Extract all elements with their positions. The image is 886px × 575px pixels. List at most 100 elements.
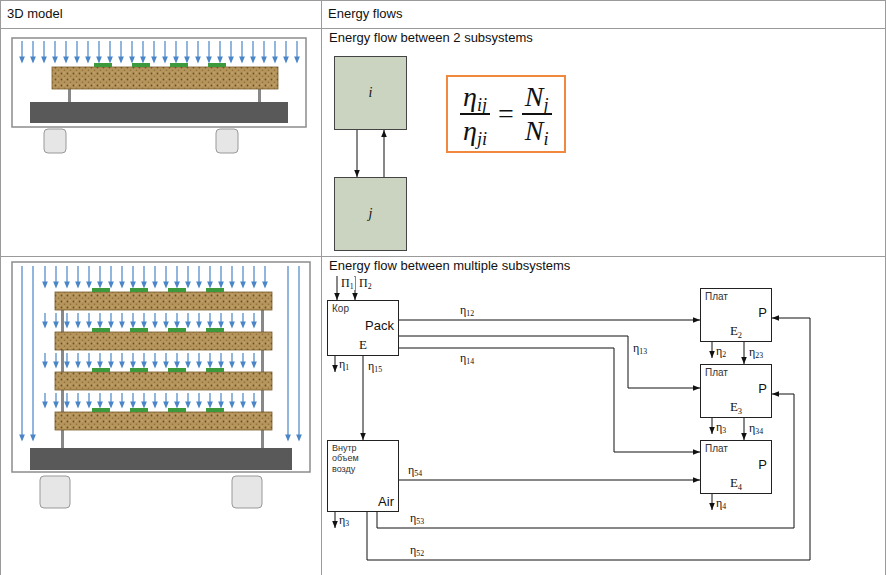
formula-box: ηijηji = NjNi	[446, 75, 566, 153]
airflow-arrows	[20, 41, 299, 62]
chip-group	[94, 63, 226, 67]
foot	[40, 476, 70, 508]
board-stack	[55, 292, 272, 430]
symbol-index: 3	[722, 426, 726, 435]
formula-part: NjNi	[522, 81, 552, 147]
english-caption: P	[758, 458, 767, 472]
chip	[168, 328, 186, 332]
symbol-index: 12	[466, 309, 474, 318]
symbol-index: 3	[738, 406, 742, 416]
russian-caption: Кор	[332, 303, 349, 315]
energy-symbol: E4	[730, 475, 742, 491]
subsystem-box: i	[334, 56, 407, 130]
chip-group	[92, 288, 224, 412]
symbol-base: П	[359, 276, 368, 290]
circuit-board	[52, 67, 278, 89]
russian-caption: Внутр объем возду	[332, 443, 372, 474]
chip	[206, 408, 224, 412]
board-box: ПлатP E4	[700, 440, 772, 494]
circuit-board	[55, 332, 272, 350]
symbol-index: 13	[639, 347, 647, 356]
formula-part: ηijηji	[460, 81, 490, 147]
symbol-index: 4	[722, 502, 726, 511]
base-plate	[30, 102, 288, 123]
formula-term: =	[498, 98, 514, 130]
enclosure-outline	[12, 262, 310, 472]
table-rule	[0, 256, 886, 257]
symbol-base: η	[368, 359, 374, 373]
flow-arrow	[399, 480, 700, 481]
russian-caption: Плат	[705, 443, 728, 455]
table-rule	[0, 0, 1, 575]
symbol-index: 2	[368, 282, 372, 291]
symbol-index: j	[543, 95, 548, 115]
chip	[208, 63, 226, 67]
symbol-base: η	[463, 81, 477, 112]
formula-term: ηji	[460, 115, 490, 147]
chip	[132, 63, 150, 67]
symbol-index: 23	[755, 351, 763, 360]
symbol-base: η	[716, 344, 722, 358]
symbol-base: η	[749, 421, 755, 435]
energy-symbol: E3	[730, 399, 742, 415]
output-flow-symbol: η3	[338, 514, 350, 527]
board-box: ПлатPE2	[700, 288, 772, 342]
flow-coefficient: η23	[748, 346, 764, 359]
flow-arrow	[357, 130, 358, 177]
formula-part: =	[498, 98, 514, 130]
chip	[168, 368, 186, 372]
symbol-base: η	[460, 303, 466, 317]
symbol-base: N	[525, 81, 544, 112]
table-rule	[885, 0, 886, 575]
chip	[206, 328, 224, 332]
airflow-arrows	[43, 313, 256, 327]
header-cell: Energy flows	[327, 7, 403, 21]
output-flow-symbol: η4	[715, 497, 727, 510]
section-title: Energy flow between multiple subsystems	[328, 259, 571, 273]
board-box: ПлатPE3	[700, 364, 772, 418]
subsystem-box: j	[334, 177, 407, 251]
header-cell: 3D model	[6, 7, 64, 21]
table-rule	[0, 0, 886, 1]
energy-symbol: E2	[730, 323, 742, 339]
symbol-index: 52	[416, 549, 424, 558]
board-post	[258, 89, 261, 102]
symbol-index: 1	[345, 363, 349, 372]
airflow-arrows	[43, 393, 256, 407]
symbol-index: ji	[477, 130, 487, 150]
symbol-base: η	[339, 357, 345, 371]
circuit-board	[55, 292, 272, 310]
flow-coefficient: η14	[459, 352, 475, 365]
chip	[130, 328, 148, 332]
connector-group	[357, 130, 810, 560]
table-rule	[0, 28, 886, 29]
foot	[216, 129, 238, 153]
foot	[44, 129, 66, 153]
chip	[168, 288, 186, 292]
chip	[168, 408, 186, 412]
english-caption: P	[758, 306, 767, 320]
symbol-index: 54	[414, 469, 422, 478]
symbol-base: η	[460, 351, 466, 365]
symbol-base: N	[525, 115, 544, 146]
symbol-index: 14	[466, 357, 474, 366]
board-post	[68, 89, 71, 102]
foot	[232, 476, 262, 508]
symbol-index: 2	[722, 350, 726, 359]
russian-caption: Плат	[705, 367, 728, 379]
flow-arrow	[367, 318, 810, 560]
chip	[94, 63, 112, 67]
symbol-base: E	[730, 475, 738, 490]
output-flow-symbol: η3	[715, 421, 727, 434]
output-flow-symbol: η1	[338, 358, 350, 371]
flow-stub	[335, 512, 336, 528]
symbol-base: η	[410, 511, 416, 525]
symbol-index: 53	[416, 517, 424, 526]
subsystem-index: i	[369, 85, 373, 101]
symbol-base: η	[408, 463, 414, 477]
symbol-index: 2	[738, 330, 742, 340]
flow-arrow	[377, 394, 794, 528]
chip	[206, 368, 224, 372]
base-plate	[30, 448, 292, 470]
chip	[206, 288, 224, 292]
